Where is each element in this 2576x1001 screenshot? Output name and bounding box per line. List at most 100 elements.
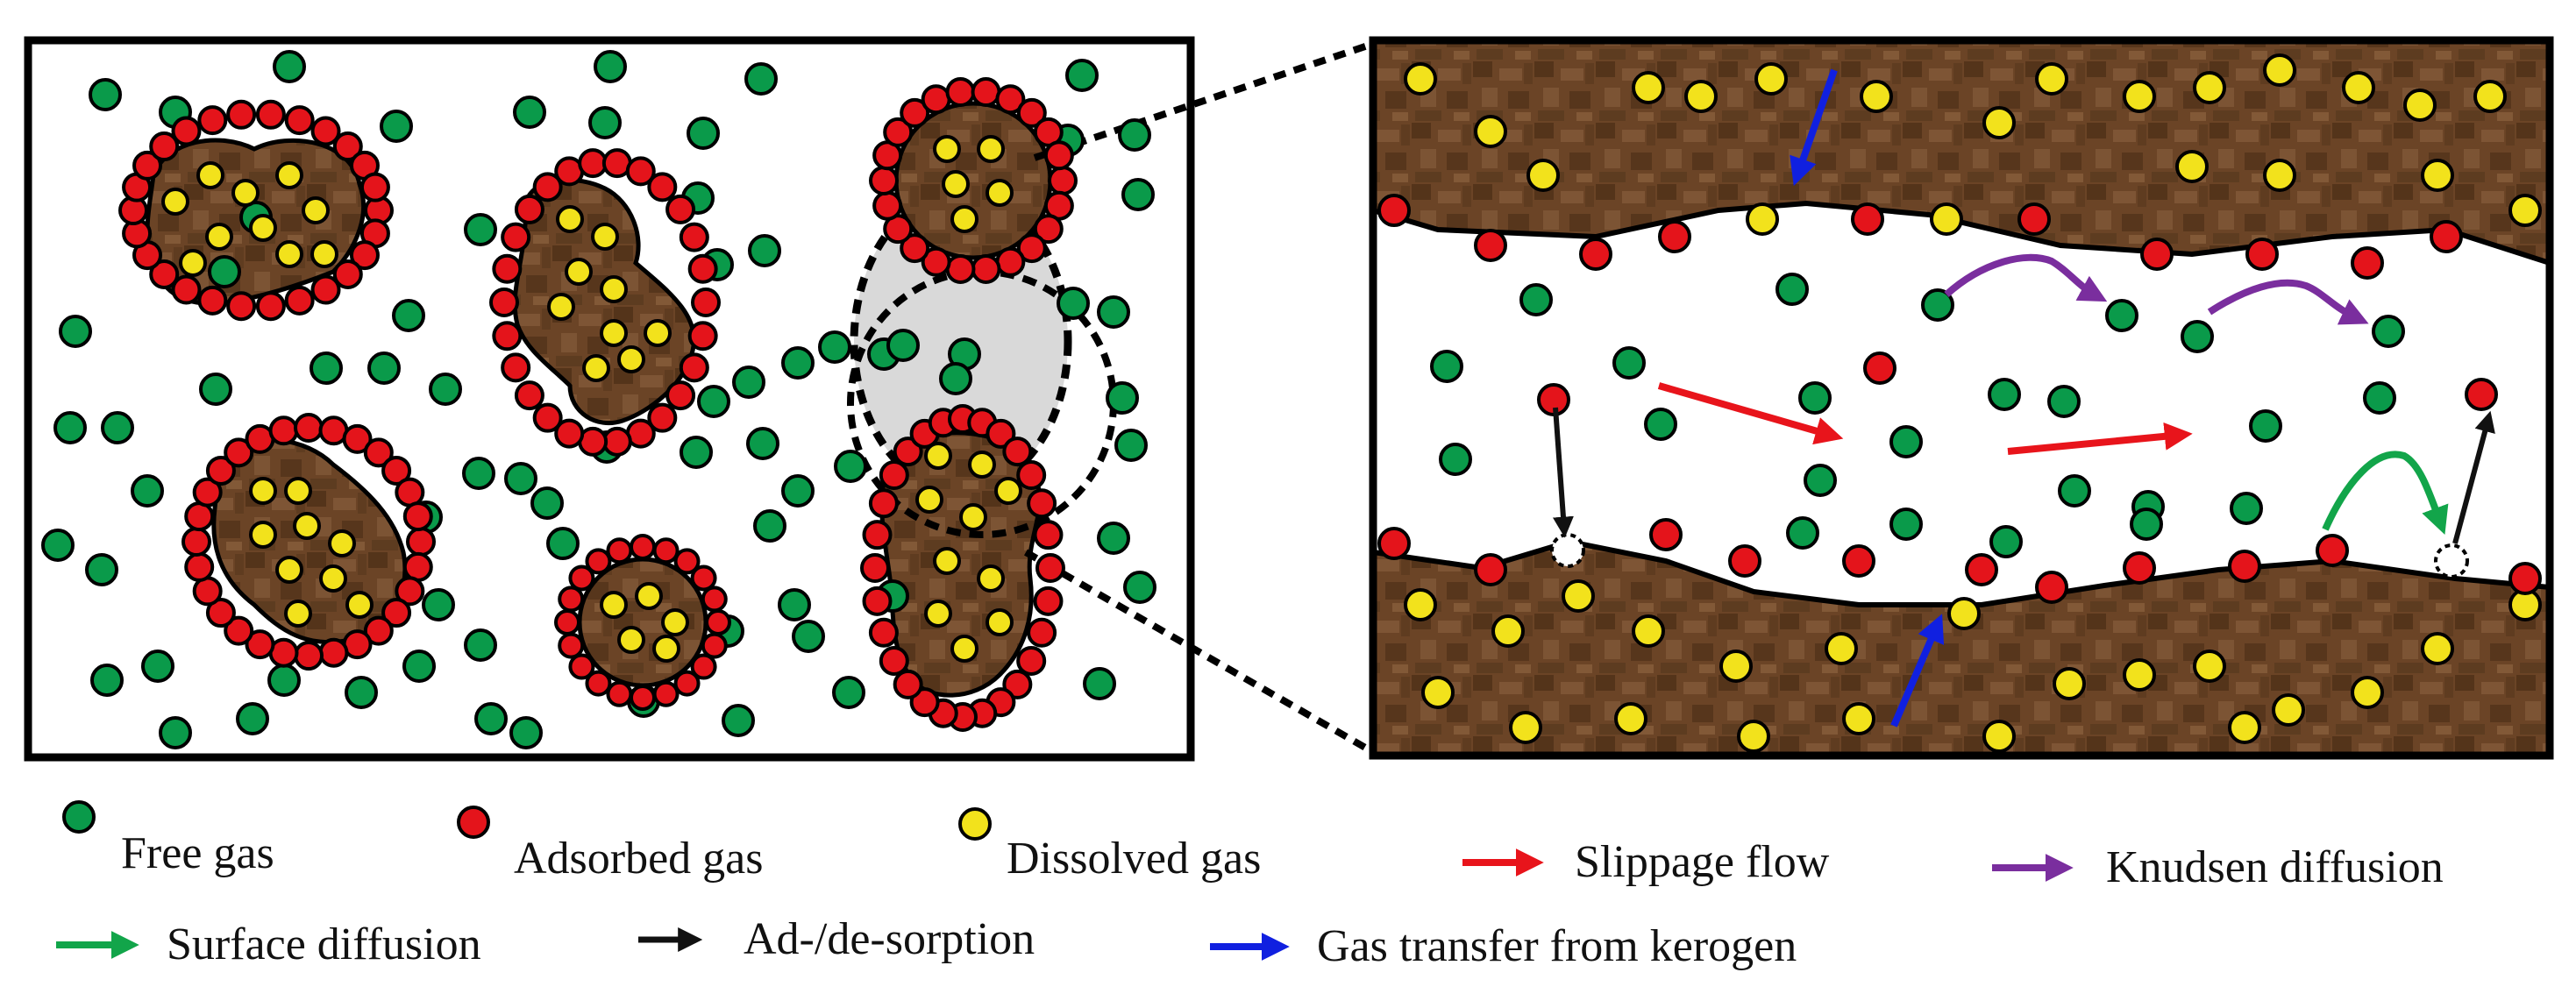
dissolved-gas-molecule (924, 600, 952, 628)
adsorbed-gas-molecule (883, 117, 914, 147)
legend-label: Dissolved gas (1007, 834, 1261, 884)
dissolved-gas-molecule (1421, 676, 1455, 709)
free-gas-molecule (1106, 381, 1139, 415)
free-gas-molecule (159, 716, 192, 749)
adsorbed-gas-molecule (687, 321, 718, 351)
free-gas-molecule (1889, 508, 1923, 541)
adsorbed-gas-molecule (945, 253, 976, 284)
free-gas-molecule (722, 704, 755, 737)
dissolved-gas-molecule (1474, 115, 1507, 148)
adsorbed-gas-molecule (224, 437, 254, 468)
dissolved-gas-molecule (179, 249, 207, 277)
free-gas-molecule (345, 676, 378, 709)
adsorption-arrow (1552, 407, 1574, 538)
free-gas-molecule (422, 588, 455, 621)
adsorbed-gas-molecule (921, 246, 951, 277)
adsorbed-gas-molecule (402, 501, 433, 532)
free-gas-molecule (504, 462, 537, 495)
adsorbed-gas-molecule (558, 586, 585, 613)
dissolved-gas-molecule (231, 179, 260, 207)
adsorbed-gas-molecule (665, 380, 696, 411)
adsorbed-gas-molecule (554, 418, 585, 449)
adsorbed-gas-molecule (181, 527, 211, 557)
free-gas-molecule (1097, 295, 1130, 329)
adsorbed-gas-molecule (359, 172, 390, 202)
dissolved-gas-molecule (1632, 71, 1665, 104)
desorption-arrow (2452, 410, 2495, 544)
dissolved-gas-molecule (1860, 80, 1893, 113)
adsorbed-gas-molecule (652, 537, 680, 564)
adsorbed-gas-molecule (205, 598, 236, 628)
adsorbed-gas-molecule (224, 615, 254, 646)
adsorbed-gas-molecule (1016, 460, 1047, 491)
adsorbed-gas-molecule (1027, 488, 1057, 519)
free-gas-molecule (462, 457, 495, 490)
adsorbed-gas-molecule (205, 455, 236, 486)
adsorbed-gas-molecule (690, 653, 717, 680)
legend-label: Knudsen diffusion (2106, 842, 2444, 892)
free-gas-molecule (59, 315, 92, 348)
adsorbed-gas-molecule (568, 564, 595, 592)
free-gas-molecule (792, 620, 825, 653)
adsorbed-gas-molecule (381, 598, 412, 628)
legend-label: Gas transfer from kerogen (1317, 921, 1797, 971)
adsorbed-gas-molecule (1016, 97, 1047, 128)
zoom-line-top (1033, 40, 1375, 161)
adsorbed-gas-molecule (945, 77, 976, 108)
free-gas-molecule (1097, 522, 1130, 555)
adsorbed-gas-molecule (1016, 233, 1047, 264)
dissolved-gas-molecule (319, 564, 347, 593)
adsorbed-gas-molecule (1048, 166, 1078, 195)
dissolved-gas-molecule (977, 564, 1005, 593)
free-gas-molecule (530, 486, 564, 520)
adsorbed-gas-molecule (578, 148, 608, 179)
dissolved-gas-molecule (284, 477, 312, 505)
free-gas-molecule (1057, 287, 1090, 320)
dissolved-gas-molecule (2123, 80, 2156, 113)
adsorbed-gas-molecule (647, 172, 678, 202)
adsorbed-gas-molecule (2035, 571, 2068, 604)
adsorbed-gas-molecule (893, 669, 923, 699)
legend-label: Ad-/de-sorption (744, 914, 1035, 964)
dissolved-gas-molecule (328, 529, 356, 557)
free-gas-molecule (781, 474, 815, 508)
free-gas-molecule (2230, 492, 2263, 525)
adsorbed-gas-molecule (606, 680, 633, 707)
legend: Free gas Adsorbed gas Dissolved gas Slip… (56, 800, 2444, 971)
gas-transfer-arrow-top (1790, 68, 1838, 187)
adsorbed-gas-molecule (184, 551, 215, 582)
dissolved-gas-molecule (661, 608, 689, 636)
adsorbed-gas-molecule (268, 415, 299, 446)
adsorbed-gas-molecule (492, 253, 523, 284)
dissolved-gas-molecule (986, 179, 1014, 207)
adsorbed-gas-molecule (1658, 220, 1691, 253)
free-gas-molecule (464, 628, 497, 662)
free-gas-molecule (90, 664, 124, 697)
adsorbed-gas-molecule (171, 116, 202, 146)
free-gas-molecule (380, 110, 413, 143)
free-gas-molecule (1065, 59, 1099, 92)
dissolved-gas-molecule (310, 240, 338, 268)
dissolved-gas-molecule (600, 319, 628, 347)
adsorbed-gas-molecule (630, 534, 656, 560)
adsorbed-gas-molecule (971, 253, 1001, 284)
dissolved-gas-molecule (2228, 711, 2261, 744)
dissolved-gas-molecule (635, 582, 663, 610)
adsorbed-gas-molecule (395, 477, 425, 508)
adsorbed-gas-molecule (332, 259, 363, 289)
free-gas-molecule (513, 96, 546, 129)
left-gas-molecules (41, 50, 1156, 749)
adsorbed-gas-molecule (2228, 550, 2261, 583)
adsorbed-gas-molecule (2017, 202, 2051, 236)
dissolved-gas-molecule (2263, 159, 2296, 192)
adsorbed-gas-molecule (1474, 553, 1507, 586)
free-gas-molecule (89, 78, 122, 111)
adsorbed-gas-molecule (2140, 238, 2174, 271)
dissolved-gas-molecule (2193, 71, 2226, 104)
adsorbed-gas-molecule (332, 131, 363, 162)
adsorbed-gas-molecule (1002, 437, 1033, 467)
dissolved-gas-molecule (950, 635, 978, 663)
adsorbed-gas-molecule (406, 527, 436, 557)
right-panel-frame (1369, 36, 2554, 760)
adsorbed-gas-molecule (701, 586, 728, 613)
